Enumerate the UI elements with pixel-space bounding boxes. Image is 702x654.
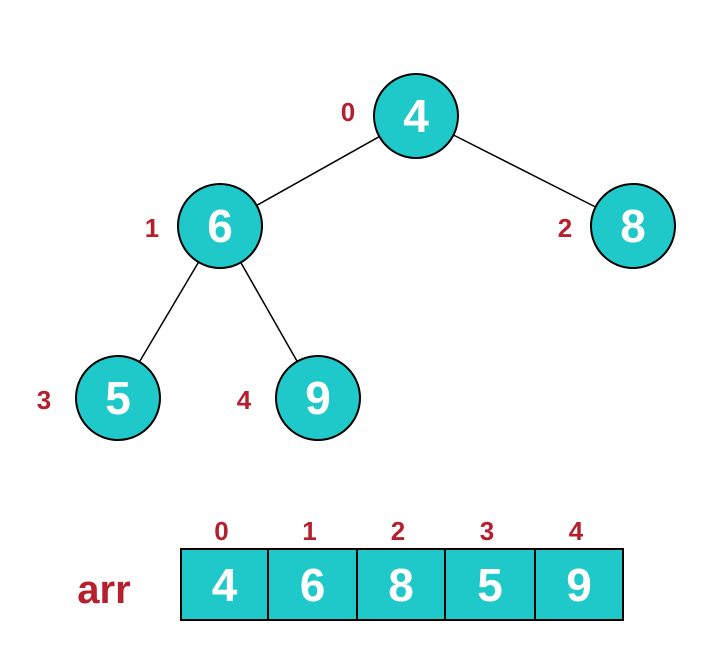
node-circle <box>177 183 263 269</box>
node-circle <box>590 183 676 269</box>
node-index-label: 4 <box>237 385 252 415</box>
cell-value: 5 <box>477 559 503 611</box>
node-value: 5 <box>105 372 131 424</box>
node-value: 9 <box>305 372 331 424</box>
cell-value: 6 <box>300 559 326 611</box>
node-index-label: 1 <box>145 213 159 243</box>
node-index-label: 0 <box>341 97 355 127</box>
array-cell-0: 40 <box>180 516 269 621</box>
cell-index-label: 1 <box>302 516 316 546</box>
array-label: arr <box>77 568 130 612</box>
node-value: 8 <box>620 200 646 252</box>
node-circle <box>75 355 161 441</box>
node-circle <box>373 73 459 159</box>
tree-node-1: 61 <box>145 183 263 269</box>
array-cell-2: 82 <box>356 516 446 621</box>
array-cell-1: 61 <box>267 516 358 621</box>
array-cell-3: 53 <box>444 516 536 621</box>
tree-node-3: 53 <box>37 355 161 441</box>
tree-edge-0-2 <box>453 134 596 208</box>
cell-box <box>444 548 536 621</box>
node-index-label: 3 <box>37 385 51 415</box>
cell-value: 9 <box>566 559 592 611</box>
tree-node-2: 82 <box>558 183 676 269</box>
node-value: 6 <box>207 200 233 252</box>
array-cell-4: 94 <box>534 516 624 621</box>
tree-edges <box>138 134 596 363</box>
tree-edge-1-3 <box>138 261 200 363</box>
tree-edge-0-1 <box>256 135 380 207</box>
tree-node-0: 40 <box>341 73 459 159</box>
cell-index-label: 2 <box>391 516 405 546</box>
cell-box <box>267 548 358 621</box>
node-index-label: 2 <box>558 213 572 243</box>
cell-index-label: 4 <box>569 516 584 546</box>
cell-value: 4 <box>212 559 238 611</box>
cell-box <box>356 548 446 621</box>
cell-index-label: 0 <box>214 516 228 546</box>
cell-box <box>180 548 269 621</box>
cell-box <box>534 548 624 621</box>
node-value: 4 <box>403 90 429 142</box>
cell-value: 8 <box>388 559 414 611</box>
node-circle <box>275 355 361 441</box>
tree-edge-1-4 <box>240 262 298 362</box>
cell-index-label: 3 <box>480 516 494 546</box>
tree-node-4: 94 <box>237 355 361 441</box>
